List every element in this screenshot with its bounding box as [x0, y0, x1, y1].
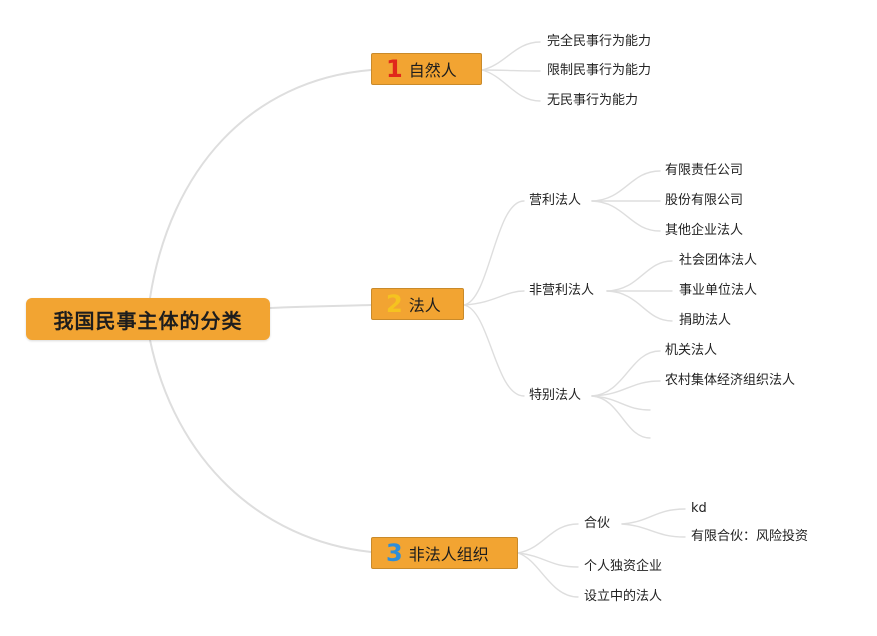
connector-t1-c3: [481, 69, 541, 102]
connector-t1-c1: [481, 41, 541, 71]
leaf-government-agency[interactable]: 机关法人: [665, 343, 718, 358]
leaf-other-enterprise[interactable]: 其他企业法人: [665, 223, 744, 238]
topic-label: 自然人: [408, 61, 457, 80]
leaf-rural-collective[interactable]: 农村集体经济组织法人: [665, 373, 796, 388]
leaf-llc[interactable]: 有限责任公司: [665, 163, 744, 178]
connector-g2-i3: [606, 290, 673, 322]
group-non-profit[interactable]: 非营利法人: [529, 283, 595, 298]
connector-g3-i2: [591, 380, 661, 397]
root-title: 我国民事主体的分类: [53, 308, 243, 333]
connector-root-topic1: [149, 69, 372, 299]
connector-t2-g1: [463, 200, 525, 306]
connector-g2-i1: [606, 260, 673, 292]
topic-label: 非法人组织: [408, 545, 489, 564]
connector-g3-i1: [591, 350, 661, 397]
topic-unincorporated[interactable]: 3 非法人组织: [371, 537, 518, 569]
group-sole-proprietorship[interactable]: 个人独资企业: [584, 559, 663, 574]
connector-root-topic3: [149, 339, 372, 553]
connector-t3-g3: [517, 552, 579, 598]
connector-t3-g1: [517, 523, 579, 554]
leaf-joint-stock[interactable]: 股份有限公司: [665, 193, 744, 208]
topic-natural-person[interactable]: 1 自然人: [371, 53, 482, 85]
leaf-full-capacity[interactable]: 完全民事行为能力: [547, 34, 652, 49]
group-entity-in-formation[interactable]: 设立中的法人: [584, 589, 663, 604]
connector-h-i2: [621, 523, 686, 538]
leaf-limited-partnership[interactable]: 有限合伙：风险投资: [691, 529, 809, 544]
connector-t3-g2: [517, 552, 579, 568]
number-one-icon: 1: [386, 55, 403, 83]
number-two-icon: 2: [386, 290, 403, 318]
number-three-icon: 3: [386, 539, 403, 567]
connector-t1-c2: [481, 69, 541, 72]
connector-t2-g3: [463, 304, 525, 397]
topic-legal-person[interactable]: 2 法人: [371, 288, 464, 320]
connector-h-i1: [621, 508, 686, 525]
connector-t2-g2: [463, 290, 525, 306]
leaf-social-group[interactable]: 社会团体法人: [679, 253, 758, 268]
connector-g1-i3: [591, 200, 661, 232]
root-node[interactable]: 我国民事主体的分类: [26, 298, 270, 340]
group-for-profit[interactable]: 营利法人: [529, 193, 582, 208]
leaf-limited-capacity[interactable]: 限制民事行为能力: [547, 63, 652, 78]
leaf-public-institution[interactable]: 事业单位法人: [679, 283, 758, 298]
connector-g3-i4: [591, 395, 651, 439]
group-partnership[interactable]: 合伙: [584, 516, 611, 531]
topic-label: 法人: [408, 296, 441, 315]
leaf-no-capacity[interactable]: 无民事行为能力: [547, 93, 639, 108]
connector-root-topic2: [269, 304, 372, 309]
group-special[interactable]: 特别法人: [529, 388, 582, 403]
connector-g1-i1: [591, 170, 661, 202]
leaf-donation[interactable]: 捐助法人: [679, 313, 732, 328]
leaf-kd[interactable]: kd: [691, 501, 707, 516]
